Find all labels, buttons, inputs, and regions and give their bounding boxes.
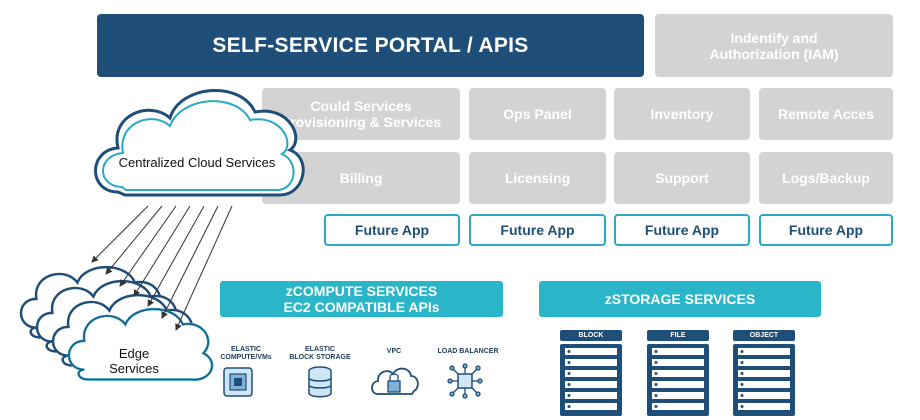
rack-label-block: BLOCK bbox=[578, 332, 604, 339]
zcompute-line1: zCOMPUTE SERVICES bbox=[285, 283, 438, 299]
future-app-box-1: Future App bbox=[324, 214, 460, 246]
grid-r2c4-label: Logs/Backup bbox=[782, 170, 870, 186]
compute-item-label-3: VPC bbox=[354, 348, 434, 356]
future-app-label: Future App bbox=[500, 222, 575, 238]
compute-item-label-4: LOAD BALANCER bbox=[428, 348, 508, 356]
future-app-label: Future App bbox=[788, 222, 864, 238]
label-line1: VPC bbox=[386, 348, 402, 355]
block-rack-icon bbox=[560, 330, 622, 416]
iam-box: Indentify and Authorization (IAM) bbox=[655, 14, 893, 77]
edge-label-line2: Services bbox=[109, 361, 159, 376]
support-box: Support bbox=[614, 152, 750, 204]
edge-cloud-label: Edge Services bbox=[84, 346, 184, 376]
self-service-portal-banner: SELF-SERVICE PORTAL / APIS bbox=[97, 14, 644, 77]
rack-label-object: OBJECT bbox=[749, 332, 779, 339]
cloud-lock-icon bbox=[371, 367, 419, 395]
grid-r2c1-label: Billing bbox=[339, 170, 383, 186]
zcompute-services-banner: zCOMPUTE SERVICES EC2 COMPATIBLE APIs bbox=[220, 281, 503, 317]
file-rack-icon bbox=[647, 330, 709, 416]
remote-access-box: Remote Acces bbox=[759, 88, 893, 140]
ops-panel-box: Ops Panel bbox=[469, 88, 606, 140]
object-rack-icon bbox=[733, 330, 795, 416]
network-icon bbox=[447, 363, 483, 399]
zstorage-label: zSTORAGE SERVICES bbox=[604, 291, 756, 307]
label-line2: BLOCK STORAGE bbox=[289, 354, 351, 361]
grid-r1c1-line1: Could Services bbox=[310, 98, 412, 114]
zcompute-line2: EC2 COMPATIBLE APIs bbox=[283, 299, 440, 315]
grid-r1c4-label: Remote Acces bbox=[778, 106, 874, 122]
rack-label-file: FILE bbox=[670, 332, 686, 339]
label-line1: ELASTIC bbox=[231, 346, 261, 353]
grid-r1c3-label: Inventory bbox=[650, 106, 714, 122]
central-cloud bbox=[94, 89, 305, 197]
chip-icon bbox=[223, 367, 253, 397]
future-app-box-4: Future App bbox=[759, 214, 893, 246]
sync-arrows bbox=[91, 205, 233, 331]
iam-label-line2: Authorization (IAM) bbox=[709, 45, 839, 62]
licensing-box: Licensing bbox=[469, 152, 606, 204]
portal-title: SELF-SERVICE PORTAL / APIS bbox=[212, 33, 529, 57]
zstorage-services-banner: zSTORAGE SERVICES bbox=[539, 281, 821, 317]
database-icon bbox=[308, 366, 332, 398]
grid-r1c1-line2: Provisioning & Services bbox=[280, 114, 442, 130]
logs-backup-box: Logs/Backup bbox=[759, 152, 893, 204]
future-app-label: Future App bbox=[354, 222, 430, 238]
compute-item-label-1: ELASTIC COMPUTE/VMs bbox=[206, 346, 286, 362]
edge-label-line1: Edge bbox=[118, 346, 150, 361]
grid-r2c2-label: Licensing bbox=[504, 170, 571, 186]
future-app-label: Future App bbox=[644, 222, 720, 238]
central-cloud-label: Centralized Cloud Services bbox=[118, 155, 276, 170]
grid-r1c2-label: Ops Panel bbox=[503, 106, 572, 122]
label-line2: COMPUTE/VMs bbox=[220, 354, 272, 361]
compute-item-label-2: ELASTIC BLOCK STORAGE bbox=[280, 346, 360, 362]
grid-r2c3-label: Support bbox=[655, 170, 709, 186]
label-line1: LOAD BALANCER bbox=[437, 348, 499, 355]
iam-label-line1: Indentify and bbox=[730, 29, 818, 46]
label-line1: ELASTIC bbox=[305, 346, 335, 353]
future-app-box-2: Future App bbox=[469, 214, 606, 246]
future-app-box-3: Future App bbox=[614, 214, 750, 246]
inventory-box: Inventory bbox=[614, 88, 750, 140]
